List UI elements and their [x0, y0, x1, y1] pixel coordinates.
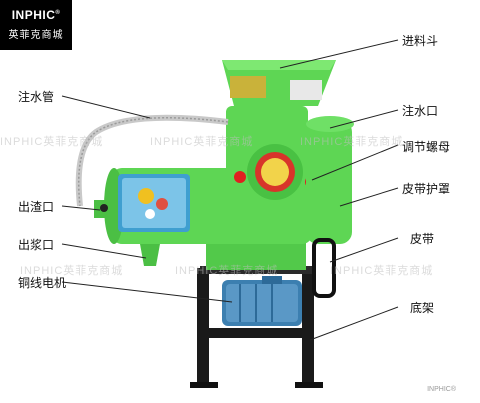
label-hopper: 进料斗: [402, 34, 439, 48]
label-water-inlet: 注水口: [402, 104, 439, 118]
watermark-bottom-2: INPHIC英菲克商城: [175, 265, 279, 277]
watermark-bottom-3: INPHIC英菲克商城: [330, 265, 434, 277]
grinder-housing: [226, 106, 331, 200]
watermark-top: INPHIC英菲克商城: [0, 136, 104, 148]
label-slurry-outlet: 出浆口: [18, 238, 55, 252]
copper-motor: [222, 276, 302, 326]
label-residue-outlet: 出渣口: [18, 200, 55, 214]
leader-lines: [61, 39, 399, 341]
corner-watermark: INPHIC®: [427, 386, 456, 393]
label-copper-motor: 铜线电机: [18, 276, 67, 290]
watermark-bottom: INPHIC英菲克商城: [20, 265, 124, 277]
slurry-outlet: [140, 244, 160, 266]
watermark-top-3: INPHIC英菲克商城: [300, 136, 404, 148]
label-adjust-nut: 调节螺母: [402, 140, 451, 154]
logo-chinese: 英菲克商城: [8, 30, 64, 41]
label-belt-cover: 皮带护罩: [402, 182, 451, 196]
belt-cover: [306, 116, 354, 298]
watermark-top-2: INPHIC英菲克商城: [150, 136, 254, 148]
logo-brand: INPHIC®: [11, 8, 61, 22]
hopper: [222, 60, 336, 106]
label-base-frame: 底架: [410, 301, 435, 315]
label-water-pipe: 注水管: [18, 90, 55, 104]
brand-logo: INPHIC® 英菲克商城: [0, 0, 72, 50]
label-belt: 皮带: [410, 232, 435, 246]
